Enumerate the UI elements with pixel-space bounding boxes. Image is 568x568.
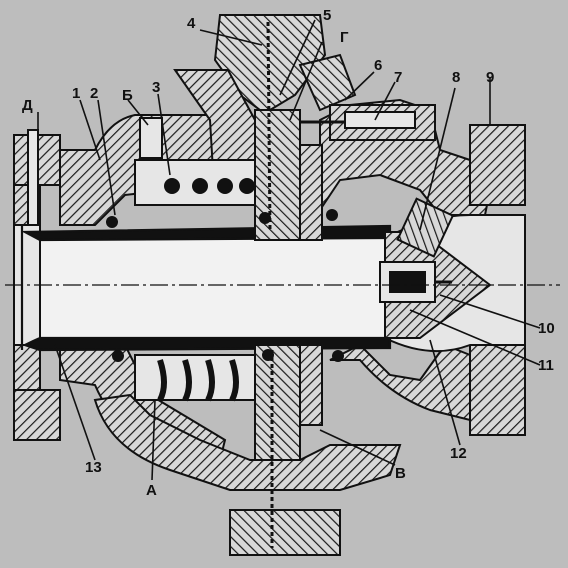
label-11: 11 (538, 357, 554, 374)
left-flange-lower (13, 389, 61, 441)
label-2: 2 (90, 85, 98, 102)
label-b: Б (122, 87, 133, 104)
right-flange-upper (469, 124, 526, 206)
label-a: А (146, 482, 157, 499)
label-3: 3 (152, 79, 160, 96)
needle-plug (379, 231, 492, 339)
label-13: 13 (85, 459, 102, 476)
right-flange-lower (469, 344, 526, 436)
label-d: Д (22, 97, 33, 114)
sleeve-bottom-wall (22, 336, 392, 352)
label-10: 10 (538, 320, 555, 337)
label-9: 9 (486, 69, 494, 86)
main-bore (39, 237, 386, 339)
label-12: 12 (450, 445, 467, 462)
spring-upper (134, 159, 256, 206)
label-1: 1 (72, 85, 80, 102)
label-v: В (395, 465, 406, 482)
label-7: 7 (394, 69, 402, 86)
label-4: 4 (187, 15, 196, 32)
label-6: 6 (374, 57, 382, 74)
label-8: 8 (452, 69, 460, 86)
leader-lines (37, 19, 541, 481)
label-g: Г (340, 29, 349, 46)
adjuster-screw (298, 53, 455, 258)
label-5: 5 (323, 7, 331, 24)
bottom-bonnet (229, 509, 341, 556)
bottom-body-wall (93, 393, 402, 491)
ports (27, 117, 163, 226)
right-body-lower (329, 343, 471, 422)
spring-lower (134, 354, 256, 402)
o-rings (106, 209, 344, 362)
